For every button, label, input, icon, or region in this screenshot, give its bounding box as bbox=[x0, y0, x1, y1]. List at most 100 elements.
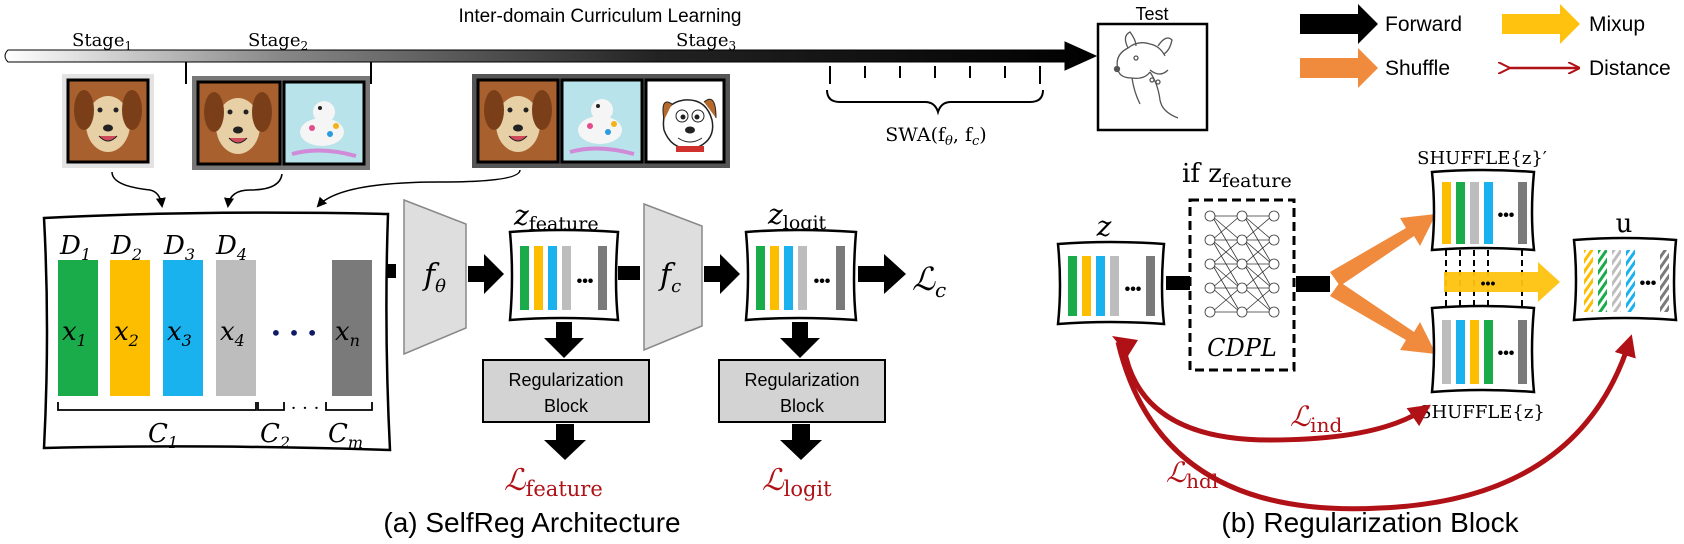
svg-text:•••: ••• bbox=[814, 273, 831, 290]
svg-text:Block: Block bbox=[544, 396, 589, 416]
z-logit-label: zlogit bbox=[767, 198, 827, 234]
z-feature-vectors: ••• bbox=[520, 246, 607, 310]
u-vectors: ••• bbox=[1584, 250, 1669, 312]
distance-arc-ind bbox=[1121, 347, 1431, 443]
sample-bar-3 bbox=[163, 260, 203, 396]
painted-dalmatian bbox=[282, 80, 366, 166]
legend-shuffle: Shuffle bbox=[1300, 48, 1450, 88]
sample-bar-1 bbox=[58, 260, 98, 396]
legend-distance: Distance bbox=[1508, 57, 1671, 80]
forward-arrow bbox=[704, 254, 740, 294]
stage3-label: Stage3 bbox=[676, 30, 736, 53]
sample-label-3: x3 bbox=[167, 317, 192, 350]
svg-text:Distance: Distance bbox=[1589, 57, 1671, 80]
domain-label-3: D3 bbox=[163, 231, 195, 264]
encoder-f-theta bbox=[403, 198, 467, 356]
forward-arrow bbox=[780, 322, 820, 358]
distance-arc-start bbox=[1112, 336, 1138, 356]
shuffle-arrow-down bbox=[1330, 282, 1436, 354]
forward-arrow bbox=[780, 424, 822, 460]
class-ellipsis: · · · bbox=[291, 398, 320, 419]
mixup-arrow-icon bbox=[1502, 4, 1580, 44]
batch-box: D1 D2 D3 D4 x1 x2 x3 x4 xn • • • C1 C2 C… bbox=[42, 211, 392, 452]
caption-b: (b) Regularization Block bbox=[1221, 507, 1519, 538]
test-image: Test bbox=[1096, 4, 1209, 132]
stage2-label: Stage2 bbox=[248, 30, 308, 53]
loss-ind: ℒind bbox=[1290, 400, 1342, 437]
svg-text:Mixup: Mixup bbox=[1589, 13, 1645, 36]
forward-connector bbox=[1296, 276, 1330, 292]
svg-text:•••: ••• bbox=[1481, 275, 1496, 291]
cdpl-label: CDPL bbox=[1207, 334, 1277, 362]
sample-bar-n bbox=[332, 260, 372, 396]
svg-text:•••: ••• bbox=[1498, 345, 1515, 362]
sample-connectors bbox=[111, 169, 521, 208]
z-logit-vectors: ••• bbox=[756, 246, 845, 310]
class-label-2: C2 bbox=[260, 419, 290, 452]
swa-brace bbox=[826, 89, 1044, 116]
test-label: Test bbox=[1135, 4, 1168, 24]
forward-arrow bbox=[858, 254, 906, 294]
legend-mixup: Mixup bbox=[1502, 4, 1645, 44]
sample-label-1: x1 bbox=[62, 317, 87, 350]
forward-pipeline: fθ zfeature ••• fc zlogit ••• bbox=[386, 198, 946, 501]
svg-text:Regularization: Regularization bbox=[744, 370, 859, 390]
regularization-detail: z ••• if zfeature CDPL SHUFFLE bbox=[1056, 148, 1678, 512]
loss-c: ℒc bbox=[912, 260, 946, 302]
domain-label-2: D2 bbox=[110, 231, 142, 264]
loss-feature: ℒfeature bbox=[504, 463, 603, 501]
u-label: u bbox=[1616, 209, 1633, 239]
stage1-label: Stage1 bbox=[72, 30, 132, 53]
loss-hdl: ℒhdl bbox=[1166, 456, 1218, 493]
domain-label-1: D1 bbox=[59, 231, 91, 264]
classifier-f-c bbox=[643, 202, 703, 352]
forward-arrow bbox=[544, 322, 584, 358]
curriculum-timeline: Inter-domain Curriculum Learning Stage1 … bbox=[4, 6, 1098, 149]
class-label-1: C1 bbox=[148, 419, 178, 452]
svg-text:Regularization: Regularization bbox=[508, 370, 623, 390]
stage2-samples bbox=[192, 76, 370, 170]
svg-text:Forward: Forward bbox=[1385, 13, 1462, 36]
timeline-arrow bbox=[4, 41, 1098, 71]
svg-text:•••: ••• bbox=[1498, 207, 1515, 224]
shuffle-label: SHUFFLE{z} bbox=[1419, 402, 1545, 423]
svg-text:•••: ••• bbox=[1125, 281, 1142, 298]
regularization-block-logit: Regularization Block bbox=[718, 359, 886, 423]
regularization-block-feature: Regularization Block bbox=[482, 359, 650, 423]
dog-sketch-icon bbox=[1113, 31, 1179, 119]
sample-bar-2 bbox=[110, 260, 150, 396]
loss-logit: ℒlogit bbox=[762, 463, 832, 501]
swa-label: SWA(fθ, fc) bbox=[885, 124, 986, 149]
forward-connector bbox=[1166, 276, 1190, 290]
stage1-samples bbox=[62, 74, 154, 168]
svg-text:•••: ••• bbox=[1640, 275, 1657, 292]
shuffle-prime-label: SHUFFLE{z}′ bbox=[1417, 148, 1547, 169]
distance-arc-hdl bbox=[1115, 334, 1636, 512]
cdpl-condition: if zfeature bbox=[1182, 159, 1292, 192]
cdpl-network-icon bbox=[1204, 210, 1280, 318]
mixup-arrow bbox=[1444, 262, 1560, 302]
forward-arrow bbox=[468, 254, 504, 294]
domain-label-4: D4 bbox=[215, 231, 247, 264]
swa-ticks bbox=[829, 66, 1041, 84]
shuffle-arrow-up bbox=[1330, 214, 1436, 286]
sample-bar-4 bbox=[216, 260, 256, 396]
sample-label-4: x4 bbox=[220, 317, 245, 350]
forward-arrow-icon bbox=[1300, 4, 1378, 44]
sample-ellipsis: • • • bbox=[270, 321, 318, 345]
class-label-m: Cm bbox=[328, 419, 363, 452]
class-brackets bbox=[57, 402, 373, 411]
z-input-vectors: ••• bbox=[1068, 256, 1155, 316]
legend-forward: Forward bbox=[1300, 4, 1462, 44]
forward-arrow bbox=[544, 424, 586, 460]
timeline-title: Inter-domain Curriculum Learning bbox=[458, 6, 741, 27]
svg-text:Shuffle: Shuffle bbox=[1385, 57, 1450, 80]
caption-a: (a) SelfReg Architecture bbox=[383, 507, 680, 538]
svg-text:Block: Block bbox=[780, 396, 825, 416]
svg-text:•••: ••• bbox=[577, 273, 594, 290]
stage3-samples bbox=[472, 74, 730, 168]
shuffle-vectors: ••• bbox=[1442, 320, 1527, 384]
sample-label-2: x2 bbox=[114, 317, 139, 350]
sample-label-n: xn bbox=[335, 317, 360, 350]
